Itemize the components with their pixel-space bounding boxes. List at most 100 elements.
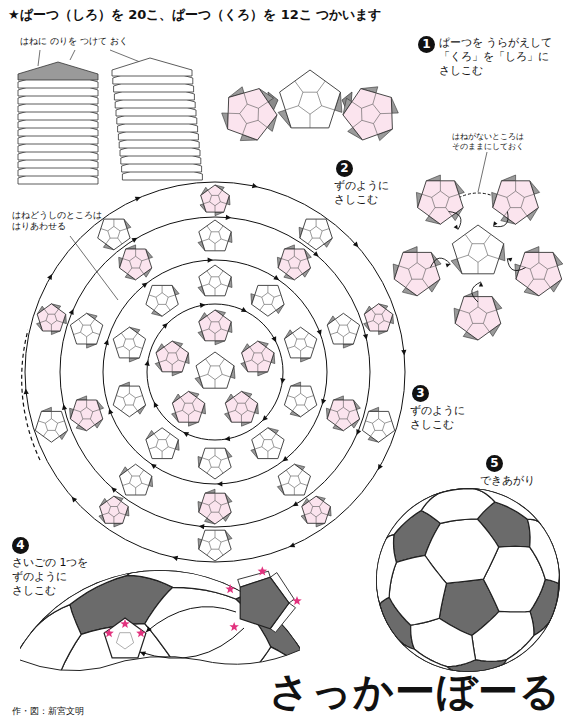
part-crease xyxy=(304,405,308,411)
part-crease xyxy=(530,263,547,280)
part-crease xyxy=(264,360,271,362)
part-crease xyxy=(307,346,314,348)
part-face xyxy=(113,386,145,417)
part-crease xyxy=(202,503,209,505)
part-crease xyxy=(107,501,111,506)
part-face xyxy=(199,530,231,561)
arrow-head xyxy=(356,429,361,435)
step1-illustration xyxy=(222,70,399,141)
part-crease xyxy=(309,501,313,506)
white-part xyxy=(198,220,232,251)
part-face xyxy=(300,219,332,250)
part-flap xyxy=(343,344,353,348)
guide-circle xyxy=(25,182,405,562)
part-flap xyxy=(215,341,225,345)
arrow-head xyxy=(363,334,368,340)
white-part xyxy=(362,407,394,442)
white-part xyxy=(284,327,316,362)
part-face xyxy=(362,411,394,442)
part-crease xyxy=(135,249,136,256)
arrow-head xyxy=(142,283,148,288)
part-crease xyxy=(102,513,108,515)
part-face xyxy=(156,341,188,372)
arrow-head xyxy=(271,336,276,342)
part-crease xyxy=(362,104,381,124)
white-part xyxy=(35,407,67,442)
part-crease xyxy=(228,410,235,412)
part-crease xyxy=(79,419,83,425)
part-flap xyxy=(316,523,325,527)
glue-star xyxy=(258,566,268,575)
part-crease xyxy=(449,194,459,197)
part-crease xyxy=(55,430,59,436)
arrow-head xyxy=(321,399,326,405)
part-crease xyxy=(90,319,94,325)
part-crease xyxy=(200,374,208,377)
part-crease xyxy=(245,360,252,362)
part-face xyxy=(394,252,440,295)
part-crease xyxy=(295,339,307,351)
part-crease xyxy=(288,346,295,348)
part-flap xyxy=(242,422,252,426)
part-crease xyxy=(316,517,317,523)
part-crease xyxy=(123,483,130,485)
arrow-head xyxy=(378,464,383,470)
black-part xyxy=(364,304,394,335)
part-crease xyxy=(371,309,375,314)
arrow-head xyxy=(225,436,231,441)
arrow-head xyxy=(401,350,406,356)
part-crease xyxy=(154,304,158,310)
part-crease xyxy=(219,359,224,366)
part-crease xyxy=(43,430,47,436)
part-crease xyxy=(281,259,288,261)
part-crease xyxy=(44,309,48,314)
part-face xyxy=(199,448,231,479)
part-crease xyxy=(258,120,267,127)
leader-line xyxy=(38,50,40,66)
part-face xyxy=(240,577,289,628)
part-crease xyxy=(106,238,110,244)
part-flap xyxy=(284,245,294,249)
arrow-head xyxy=(289,542,295,547)
black-part xyxy=(172,391,206,426)
leader-line xyxy=(70,50,75,60)
step-number: 1 xyxy=(418,36,435,53)
part-crease xyxy=(335,419,339,425)
part-crease xyxy=(156,440,168,452)
part-crease xyxy=(382,430,386,436)
part-crease xyxy=(209,501,221,513)
part-crease xyxy=(250,347,254,353)
part-crease xyxy=(93,332,100,334)
white-part xyxy=(251,285,284,316)
arrow-head xyxy=(140,652,146,657)
part-crease xyxy=(303,229,310,231)
glue-star xyxy=(292,596,302,605)
part-face xyxy=(280,70,341,128)
part-crease xyxy=(215,333,216,340)
part-crease xyxy=(168,447,175,449)
part-crease xyxy=(385,421,392,423)
last-part xyxy=(225,566,301,632)
arrow-head xyxy=(226,215,232,220)
arrow-head xyxy=(507,258,512,262)
part-crease xyxy=(260,304,264,310)
instruction-text: さいごの 1つを ずのように さしこむ xyxy=(12,556,102,597)
part-crease xyxy=(235,403,247,415)
arrow-head xyxy=(454,225,458,230)
part-crease xyxy=(274,447,281,449)
part-crease xyxy=(57,321,63,323)
part-face xyxy=(327,400,359,431)
white-part xyxy=(113,327,145,362)
white-part xyxy=(120,464,153,495)
part-crease xyxy=(527,279,533,287)
part-crease xyxy=(467,323,473,331)
part-crease xyxy=(215,493,216,500)
black-part xyxy=(155,341,189,376)
insert-arrow xyxy=(493,212,508,227)
part-crease xyxy=(113,517,114,523)
part-crease xyxy=(228,113,240,114)
part-crease xyxy=(123,259,130,261)
part-crease xyxy=(81,325,93,337)
part-face xyxy=(199,265,231,296)
arrow-head xyxy=(145,360,150,366)
